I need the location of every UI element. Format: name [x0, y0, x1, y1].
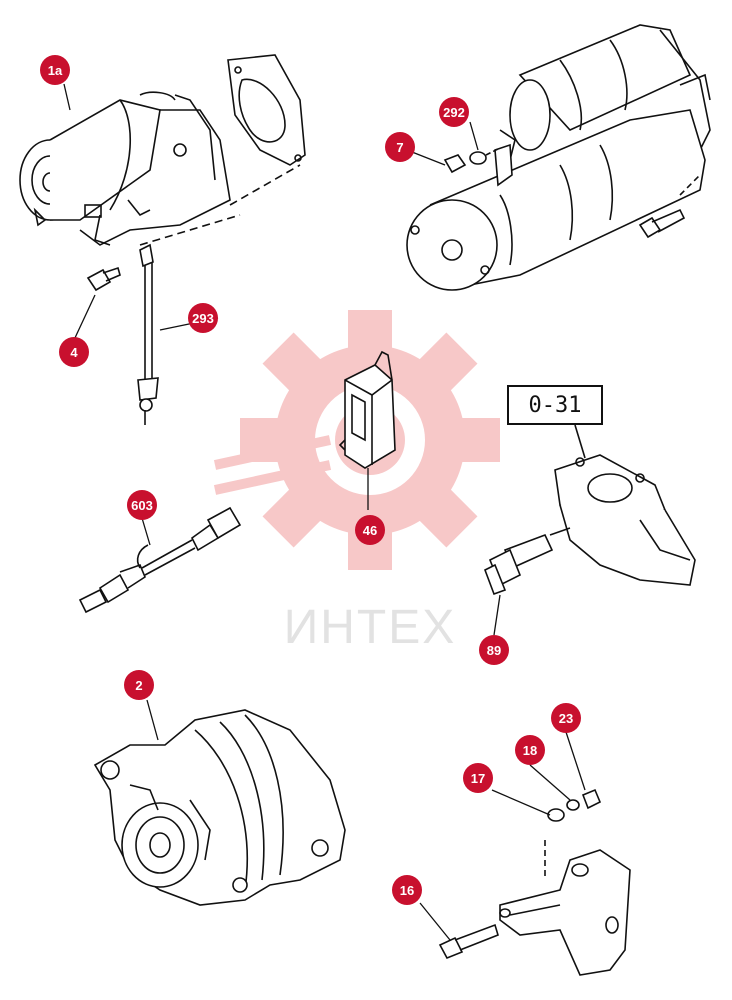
glow-plug-controller-drawing	[338, 350, 396, 469]
callout-89[interactable]: 89	[479, 635, 509, 665]
starter-bolt-drawing	[86, 266, 121, 292]
thermostat-housing-drawing	[549, 424, 696, 586]
callout-603[interactable]: 603	[127, 490, 157, 520]
callout-18[interactable]: 18	[515, 735, 545, 765]
callout-16[interactable]: 16	[392, 875, 422, 905]
callout-23[interactable]: 23	[551, 703, 581, 733]
watermark-text: ИНТЕХ	[283, 601, 457, 654]
alternator-drawing	[93, 709, 346, 906]
starter-cable-drawing	[137, 243, 159, 425]
callout-7[interactable]: 7	[385, 132, 415, 162]
reference-box[interactable]: 0-31	[507, 385, 603, 425]
temperature-sensor-drawing	[483, 533, 554, 596]
callout-46[interactable]: 46	[355, 515, 385, 545]
callout-1a[interactable]: 1a	[40, 55, 70, 85]
callout-293[interactable]: 293	[188, 303, 218, 333]
callout-17[interactable]: 17	[463, 763, 493, 793]
starter-motor-drawing	[19, 54, 306, 246]
callout-292[interactable]: 292	[439, 97, 469, 127]
large-starter-drawing	[406, 24, 711, 291]
bracket-assembly-drawing	[438, 788, 631, 976]
sensor-harness-drawing	[78, 506, 242, 614]
callout-2[interactable]: 2	[124, 670, 154, 700]
callout-4[interactable]: 4	[59, 337, 89, 367]
